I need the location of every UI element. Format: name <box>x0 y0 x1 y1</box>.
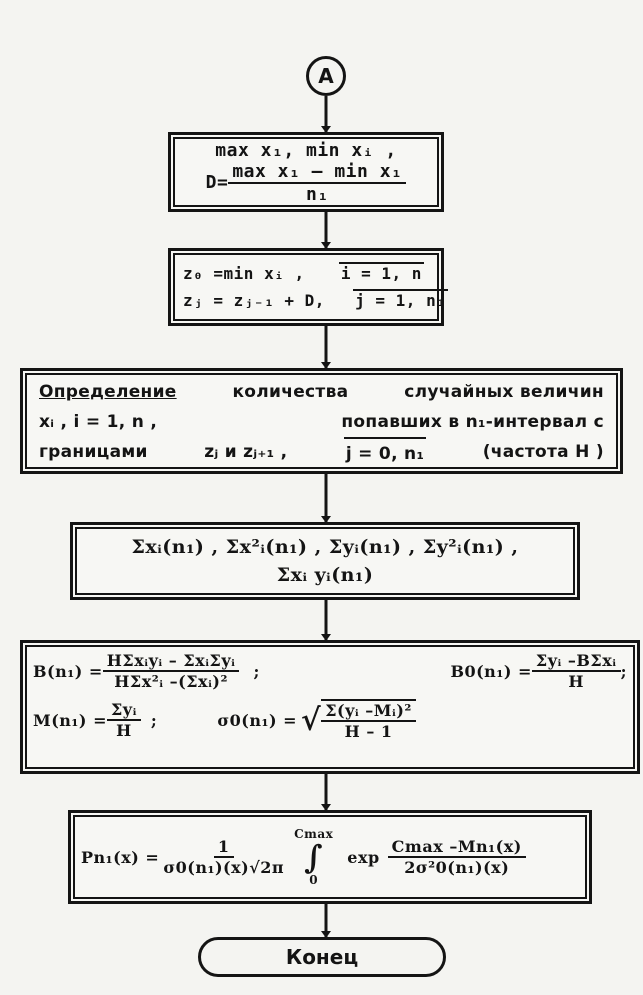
counting-bounds-word: границами <box>39 442 148 462</box>
exp-label: exp <box>347 847 380 867</box>
integral: Cmax ∫ 0 <box>294 827 333 887</box>
sums-line-1: Σxᵢ(n₁) , Σx²ᵢ(n₁) , Σyᵢ(n₁) , Σy²ᵢ(n₁) … <box>131 536 519 558</box>
exp-fraction: Cmax –Mn₁(x) 2σ²0(n₁)(x) <box>387 837 526 877</box>
j-range: j = 1, n₁ <box>353 289 449 310</box>
counting-bounds: zⱼ и zⱼ₊₁ , <box>204 442 288 462</box>
z0-formula: z₀ =min xᵢ , <box>183 264 305 283</box>
b-lhs: B(n₁) = <box>33 661 103 681</box>
sigma-numerator: Σ(yᵢ –Mᵢ)² <box>321 701 416 722</box>
connector-label: А <box>318 64 334 88</box>
connector-a: А <box>306 56 346 96</box>
sqrt-sign: √ <box>301 702 322 738</box>
m-lhs: M(n₁) = <box>33 710 107 730</box>
d-numerator: max x₁ – min x₁ <box>228 161 407 184</box>
counting-interval: попавших в n₁-интервал с <box>341 412 604 432</box>
z0-line: z₀ =min xᵢ , i = 1, n <box>183 262 429 283</box>
p-lhs: Pn₁(x) = <box>81 847 160 867</box>
sums-block: Σxᵢ(n₁) , Σx²ᵢ(n₁) , Σyᵢ(n₁) , Σy²ᵢ(n₁) … <box>70 522 580 600</box>
integral-lower: 0 <box>309 873 319 887</box>
counting-xi: xᵢ , i = 1, n , <box>39 412 158 432</box>
b-formulas-row: B(n₁) = HΣxᵢyᵢ – ΣxᵢΣyᵢ HΣx²ᵢ –(Σxᵢ)² ; … <box>33 651 627 691</box>
counting-block: Определение количества случайных величин… <box>20 368 623 474</box>
zj-formula: zⱼ = zⱼ₋₁ + D, <box>183 291 325 310</box>
sums-line-2: Σxᵢ yᵢ(n₁) <box>276 564 374 586</box>
counting-frequency: (частота H ) <box>482 442 604 462</box>
probability-formula: Pn₁(x) = 1 σ0(n₁)(x)√2π Cmax ∫ 0 exp Cma… <box>81 827 526 887</box>
b-formula: B(n₁) = HΣxᵢyᵢ – ΣxᵢΣyᵢ HΣx²ᵢ –(Σxᵢ)² ; <box>33 651 260 691</box>
b0-formula: B0(n₁) = Σyᵢ –BΣxᵢ H ; <box>450 651 627 691</box>
counting-j-range: j = 0, n₁ <box>343 437 427 469</box>
b-denominator: HΣx²ᵢ –(Σxᵢ)² <box>114 672 228 691</box>
b-fraction: HΣxᵢyᵢ – ΣxᵢΣyᵢ HΣx²ᵢ –(Σxᵢ)² <box>102 651 240 691</box>
counting-word-2: количества <box>232 382 349 402</box>
b0-fraction: Σyᵢ –BΣxᵢ H <box>531 651 621 691</box>
d-denominator: n₁ <box>306 183 329 205</box>
range-block: max x₁, min xᵢ , D= max x₁ – min x₁ n₁ <box>168 132 444 212</box>
b0-lhs: B0(n₁) = <box>450 661 532 681</box>
b-numerator: HΣxᵢyᵢ – ΣxᵢΣyᵢ <box>102 651 240 672</box>
zj-line: zⱼ = zⱼ₋₁ + D, j = 1, n₁ <box>183 289 449 310</box>
integral-sign: ∫ <box>304 838 324 876</box>
exp-denominator: 2σ²0(n₁)(x) <box>404 858 510 877</box>
m-s-formulas-row: M(n₁) = Σyᵢ H ; σ0(n₁) = √ Σ(yᵢ –Mᵢ)² H … <box>33 699 627 741</box>
d-fraction: max x₁ – min x₁ n₁ <box>228 161 407 205</box>
sigma-fraction: Σ(yᵢ –Mᵢ)² H – 1 <box>321 699 416 741</box>
counting-line-2: xᵢ , i = 1, n , попавших в n₁-интервал с <box>39 407 604 437</box>
end-terminal: Конец <box>198 937 446 977</box>
p-fraction: 1 σ0(n₁)(x)√2π <box>159 837 288 877</box>
sigma-denominator: H – 1 <box>344 722 393 741</box>
counting-line-3: границами zⱼ и zⱼ₊₁ , j = 0, n₁ (частота… <box>39 437 604 469</box>
counting-word-1: Определение <box>39 382 177 402</box>
sigma-formula: σ0(n₁) = √ Σ(yᵢ –Mᵢ)² H – 1 <box>217 699 416 741</box>
m-fraction: Σyᵢ H <box>106 700 141 740</box>
p-numerator: 1 <box>213 837 234 858</box>
min-max-line: max x₁, min xᵢ , <box>215 139 397 161</box>
b0-numerator: Σyᵢ –BΣxᵢ <box>531 651 621 672</box>
m-formula: M(n₁) = Σyᵢ H ; <box>33 700 158 740</box>
d-formula: D= max x₁ – min x₁ n₁ <box>206 161 407 205</box>
end-label: Конец <box>285 945 359 969</box>
counting-line-1: Определение количества случайных величин <box>39 377 604 407</box>
bounds-block: z₀ =min xᵢ , i = 1, n zⱼ = zⱼ₋₁ + D, j =… <box>168 248 449 326</box>
regression-block: B(n₁) = HΣxᵢyᵢ – ΣxᵢΣyᵢ HΣx²ᵢ –(Σxᵢ)² ; … <box>20 640 640 774</box>
p-denominator: σ0(n₁)(x)√2π <box>163 858 285 877</box>
counting-word-3: случайных величин <box>404 382 604 402</box>
integral-upper: Cmax <box>294 827 334 841</box>
m-denominator: H <box>116 721 132 740</box>
sigma-lhs: σ0(n₁) = <box>217 710 297 730</box>
m-numerator: Σyᵢ <box>106 700 141 721</box>
exp-numerator: Cmax –Mn₁(x) <box>387 837 526 858</box>
probability-block: Pn₁(x) = 1 σ0(n₁)(x)√2π Cmax ∫ 0 exp Cma… <box>68 810 592 904</box>
d-lhs: D= <box>205 172 229 193</box>
i-range: i = 1, n <box>338 262 424 283</box>
b0-denominator: H <box>568 672 585 691</box>
